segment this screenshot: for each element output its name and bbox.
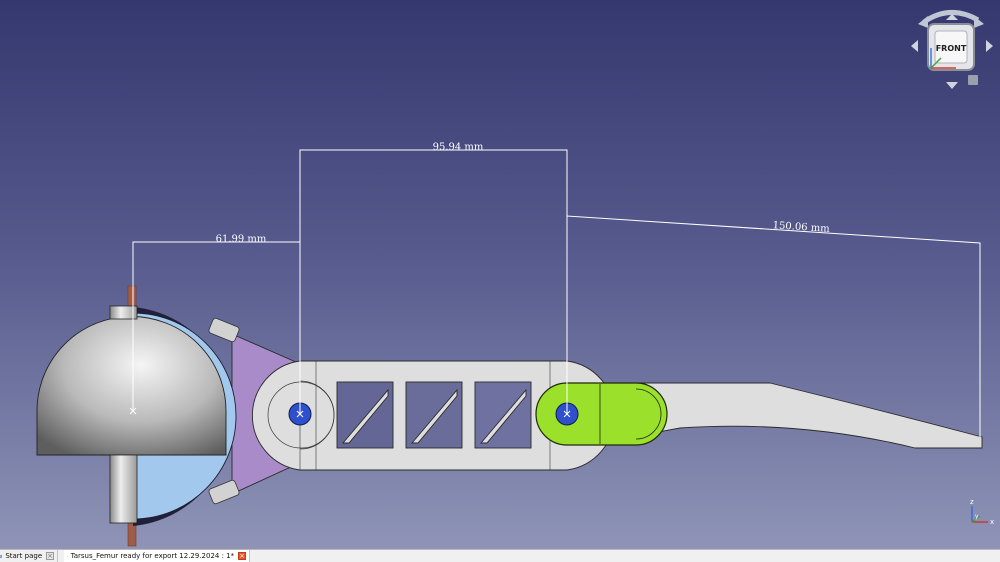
nav-down-arrow-icon[interactable] xyxy=(946,82,958,89)
dimension-anchor-marks xyxy=(129,407,571,418)
axis-y-label: y xyxy=(975,513,979,520)
tab-document-label: Tarsus_Femur ready for export 12.29.2024… xyxy=(70,552,235,560)
dimension-label-right[interactable]: 150.06 mm xyxy=(772,220,830,235)
close-icon[interactable]: × xyxy=(46,551,54,560)
rotate-right-icon[interactable] xyxy=(974,16,984,28)
tab-document[interactable]: Tarsus_Femur ready for export 12.29.2024… xyxy=(64,550,250,562)
nav-left-arrow-icon[interactable] xyxy=(911,40,918,52)
3d-viewport[interactable]: 61.99 mm 95.94 mm 150.06 mm FRONT z xyxy=(0,0,1000,549)
lower-tab[interactable] xyxy=(208,479,240,505)
pivot-left-ring xyxy=(267,381,335,449)
close-icon[interactable]: × xyxy=(238,551,246,560)
navcube-y-axis xyxy=(930,57,942,69)
axis-x-label: x xyxy=(990,518,994,526)
navigation-cube[interactable]: FRONT xyxy=(911,10,993,89)
model-scene[interactable]: 61.99 mm 95.94 mm 150.06 mm FRONT z xyxy=(0,0,1000,549)
dimension-label-middle[interactable]: 95.94 mm xyxy=(433,142,484,153)
axis-triad: z y x xyxy=(970,498,994,526)
view-menu-icon[interactable] xyxy=(968,75,978,85)
upper-tab[interactable] xyxy=(208,317,240,343)
document-tab-bar: Start page × Tarsus_Femur ready for expo… xyxy=(0,549,1000,562)
rotate-left-icon[interactable] xyxy=(918,16,928,28)
lower-sleeve[interactable] xyxy=(109,454,138,524)
tarsus-blade[interactable] xyxy=(603,382,983,449)
freecad-document-icon xyxy=(67,555,68,557)
ball-joint-sphere[interactable] xyxy=(36,316,227,456)
tab-start-page[interactable]: Start page × xyxy=(0,550,58,562)
green-slider[interactable] xyxy=(535,382,668,446)
nav-up-arrow-icon[interactable] xyxy=(946,14,958,20)
slider-end-arc xyxy=(635,388,662,440)
navcube-face-inner xyxy=(934,30,968,64)
tab-start-page-label: Start page xyxy=(5,552,43,560)
rotate-view-arc-icon[interactable] xyxy=(922,10,980,25)
dimension-lines xyxy=(132,149,981,437)
dimension-label-left[interactable]: 61.99 mm xyxy=(216,234,267,245)
upper-sleeve[interactable] xyxy=(109,305,138,320)
nav-right-arrow-icon[interactable] xyxy=(986,40,993,52)
truss-cutouts xyxy=(336,381,532,449)
gear-icon xyxy=(0,554,3,558)
axis-z-label: z xyxy=(970,498,974,506)
navcube-face-label: FRONT xyxy=(936,44,967,53)
